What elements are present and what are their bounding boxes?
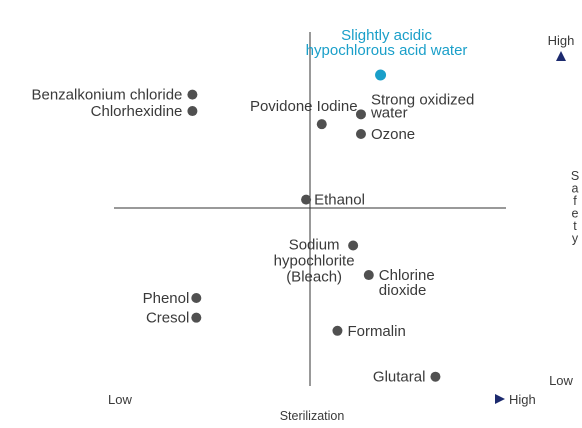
y-axis-title-letter: f	[573, 194, 577, 208]
label-line: Formalin	[347, 323, 405, 340]
marker-cresol	[191, 312, 202, 323]
quadrant-divider-lines	[114, 32, 506, 386]
label-line: Glutaral	[373, 369, 426, 386]
point-glutaral: Glutaral	[373, 369, 441, 386]
label-line: Strong oxidized	[371, 91, 474, 108]
label-line: Slightly acidic	[341, 27, 432, 44]
marker-slightly-acidic-hypochlorous-acid-water	[375, 69, 387, 81]
marker-chlorine-dioxide	[363, 270, 374, 281]
label-line: (Bleach)	[286, 269, 342, 286]
label-glutaral: Glutaral	[373, 369, 426, 386]
x-axis-title: Sterilization	[280, 409, 345, 423]
point-formalin: Formalin	[332, 323, 406, 340]
point-povidone-iodine: Povidone Iodine	[250, 98, 358, 130]
y-axis-title-letter: t	[573, 219, 577, 233]
label-phenol: Phenol	[143, 290, 190, 307]
y-axis-title-letter: e	[572, 207, 579, 221]
marker-chlorhexidine	[187, 106, 198, 117]
label-line: Cresol	[146, 310, 189, 327]
marker-glutaral	[430, 371, 441, 382]
label-line: Phenol	[143, 290, 190, 307]
label-line: Ozone	[371, 126, 415, 143]
y-axis-high-label: High	[548, 33, 575, 48]
point-chlorhexidine: Chlorhexidine	[91, 103, 198, 120]
point-ethanol: Ethanol	[301, 192, 365, 209]
point-ozone: Ozone	[355, 126, 415, 143]
marker-strong-oxidized-water	[355, 109, 366, 120]
x-axis-high-label: High	[509, 392, 536, 407]
marker-ozone	[355, 129, 366, 139]
point-phenol: Phenol	[143, 290, 202, 307]
label-line: water	[370, 104, 408, 121]
label-povidone-iodine: Povidone Iodine	[250, 98, 358, 115]
label-line: hypochlorite	[274, 253, 355, 270]
label-line: Povidone Iodine	[250, 98, 358, 115]
marker-phenol	[191, 293, 202, 303]
x-axis-arrowhead	[495, 394, 505, 404]
marker-ethanol	[301, 194, 312, 205]
label-line: dioxide	[379, 282, 427, 299]
label-line: Chlorhexidine	[91, 103, 183, 120]
point-benzalkonium-chloride: Benzalkonium chloride	[31, 87, 198, 104]
label-ozone: Ozone	[371, 126, 415, 143]
label-line: Chlorine	[379, 267, 435, 284]
label-line: hypochlorous acid water	[306, 42, 468, 59]
y-axis-title-letter: S	[571, 169, 579, 183]
y-axis-low-label: Low	[549, 373, 573, 388]
label-chlorhexidine: Chlorhexidine	[91, 103, 183, 120]
label-formalin: Formalin	[347, 323, 405, 340]
marker-povidone-iodine	[316, 119, 327, 130]
marker-sodium-hypochlorite	[348, 240, 359, 251]
label-line: Ethanol	[314, 192, 365, 209]
label-line: Benzalkonium chloride	[31, 87, 182, 104]
label-benzalkonium-chloride: Benzalkonium chloride	[31, 87, 182, 104]
label-cresol: Cresol	[146, 310, 189, 327]
label-ethanol: Ethanol	[314, 192, 365, 209]
y-axis-title-letter: y	[572, 232, 579, 246]
marker-formalin	[332, 325, 343, 336]
y-axis-title-letter: a	[572, 182, 579, 196]
y-axis-arrowhead	[556, 51, 566, 61]
label-line: Sodium	[289, 237, 340, 254]
marker-benzalkonium-chloride	[187, 89, 198, 100]
x-axis-low-label: Low	[108, 392, 132, 407]
point-cresol: Cresol	[146, 310, 202, 327]
